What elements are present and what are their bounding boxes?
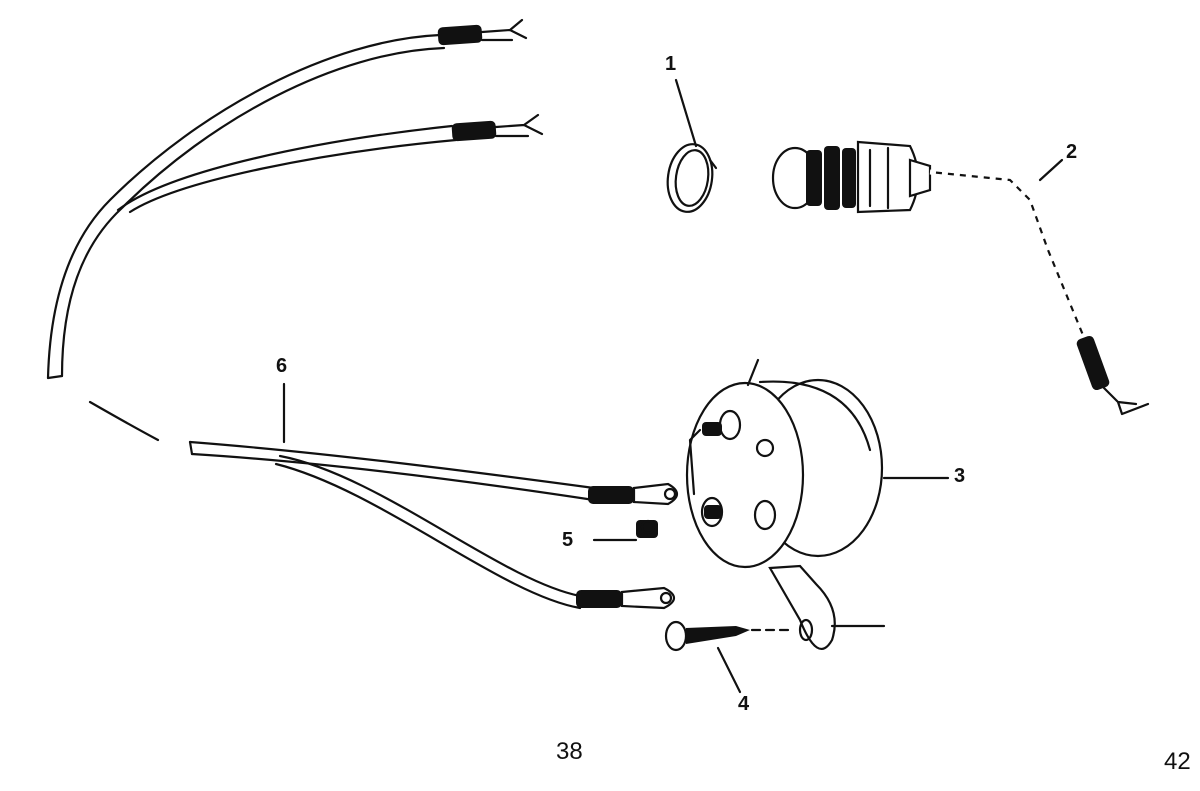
ring-terminal bbox=[620, 586, 676, 610]
leader-line-ring bbox=[688, 428, 702, 496]
insulated-sleeve bbox=[437, 24, 483, 46]
callout-1: 1 bbox=[665, 53, 677, 75]
callout-6: 6 bbox=[276, 355, 288, 377]
terminal-nut bbox=[636, 519, 658, 538]
callout-2: 2 bbox=[1066, 141, 1078, 163]
insulated-sleeve bbox=[451, 120, 497, 142]
insulated-sleeve bbox=[1076, 335, 1110, 391]
spade-terminal bbox=[494, 113, 544, 138]
retaining-ring bbox=[666, 143, 718, 213]
callout-4: 4 bbox=[738, 693, 750, 715]
mounting-screw bbox=[664, 620, 886, 652]
page-number-left: 38 bbox=[556, 738, 583, 765]
wire-harness-upper bbox=[46, 18, 544, 380]
spade-terminal bbox=[480, 18, 528, 42]
ring-terminal bbox=[632, 482, 679, 506]
leader-line-4 bbox=[716, 646, 742, 694]
callout-3: 3 bbox=[954, 465, 966, 487]
switch-body bbox=[685, 358, 884, 650]
break-mark bbox=[88, 400, 160, 442]
spade-terminal bbox=[1102, 386, 1150, 416]
callout-5: 5 bbox=[562, 529, 574, 551]
insulated-sleeve bbox=[588, 486, 634, 504]
insulated-sleeve bbox=[576, 590, 622, 608]
page-number-right: 42 bbox=[1164, 748, 1191, 775]
leader-line-top bbox=[746, 358, 760, 387]
sender-unit bbox=[771, 140, 1150, 416]
leader-line-1 bbox=[674, 78, 698, 148]
wire-lead bbox=[188, 440, 679, 610]
leader-line-2 bbox=[1038, 158, 1064, 182]
